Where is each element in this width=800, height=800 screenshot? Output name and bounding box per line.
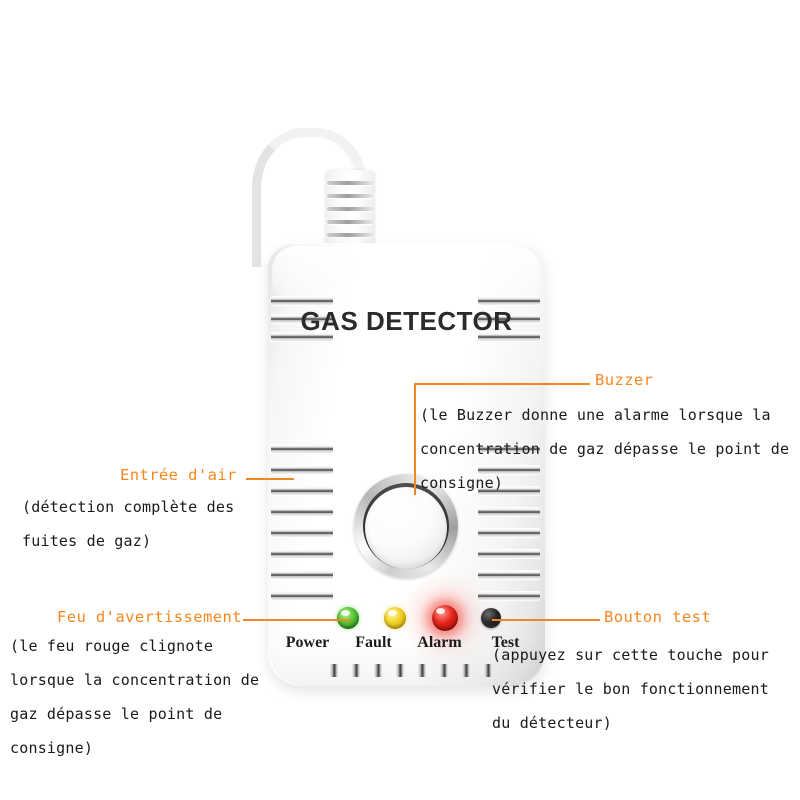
vent-slot <box>478 570 540 579</box>
bottom-vent-slot <box>396 664 404 677</box>
vent-slot <box>478 444 540 453</box>
buzzer-note-line-2: concentration de gaz dépasse le point de <box>420 440 790 458</box>
warning-light-title: Feu d'avertissement <box>57 608 242 626</box>
buzzer-leader-horizontal <box>414 383 590 385</box>
buzzer-title: Buzzer <box>595 371 654 389</box>
brand-label: GAS DETECTOR <box>300 306 513 336</box>
vent-slot <box>478 528 540 537</box>
vent-slot <box>478 486 540 495</box>
led-fault <box>384 607 406 629</box>
vent-slot <box>271 444 333 453</box>
vent-slot <box>271 570 333 579</box>
bottom-vent-slot <box>330 664 338 677</box>
bottom-vent-slot <box>418 664 426 677</box>
bottom-vent-slot <box>484 664 492 677</box>
led-alarm <box>432 605 458 631</box>
air-inlet-title: Entrée d'air <box>120 466 237 484</box>
buzzer-note-line-3: consigne) <box>420 474 504 492</box>
air-inlet-leader <box>246 478 294 480</box>
test-button-note-line-1: (appuyez sur cette touche pour <box>492 646 769 664</box>
test-button[interactable] <box>481 608 501 628</box>
vent-slot <box>271 332 333 341</box>
led-label-row: Power Fault Alarm Test <box>268 634 545 652</box>
vent-slot <box>271 314 333 323</box>
power-cable-shading <box>252 128 368 267</box>
test-button-title: Bouton test <box>604 608 712 626</box>
vent-slot <box>478 465 540 474</box>
bottom-vent-slot <box>374 664 382 677</box>
warning-light-note-line-3: gaz dépasse le point de <box>10 705 223 723</box>
vent-slot <box>271 486 333 495</box>
vent-slot <box>271 549 333 558</box>
led-label-fault: Fault <box>355 634 392 651</box>
buzzer-note-line-1: (le Buzzer donne une alarme lorsque la <box>420 406 771 424</box>
vent-slot <box>271 591 333 600</box>
bottom-vent-slot <box>352 664 360 677</box>
vent-slot <box>478 549 540 558</box>
vent-slot <box>478 507 540 516</box>
led-label-test: Test <box>491 634 520 651</box>
led-label-power: Power <box>285 634 330 651</box>
vent-slot <box>478 332 540 341</box>
bottom-vent-slot <box>440 664 448 677</box>
vent-slot <box>478 591 540 600</box>
warning-light-note-line-1: (le feu rouge clignote <box>10 637 214 655</box>
warning-light-leader <box>243 619 351 621</box>
cable-strain-relief <box>325 170 375 252</box>
vent-slot <box>271 528 333 537</box>
test-button-leader <box>492 619 600 621</box>
test-button-note-line-2: vérifier le bon fonctionnement <box>492 680 769 698</box>
vent-slot <box>478 314 540 323</box>
vent-slot <box>271 507 333 516</box>
warning-light-note-line-2: lorsque la concentration de <box>10 671 260 689</box>
buzzer-leader-vertical <box>414 383 416 495</box>
vent-slot <box>271 296 333 305</box>
bottom-vent-slot <box>462 664 470 677</box>
buzzer-dome <box>365 487 447 569</box>
vent-slot <box>271 465 333 474</box>
led-label-alarm: Alarm <box>417 634 462 651</box>
air-inlet-note-line-2: fuites de gaz) <box>22 532 152 550</box>
warning-light-note-line-4: consigne) <box>10 739 94 757</box>
vent-slot <box>478 296 540 305</box>
air-inlet-note-line-1: (détection complète des <box>22 498 235 516</box>
test-button-note-line-3: du détecteur) <box>492 714 612 732</box>
led-power <box>337 607 359 629</box>
